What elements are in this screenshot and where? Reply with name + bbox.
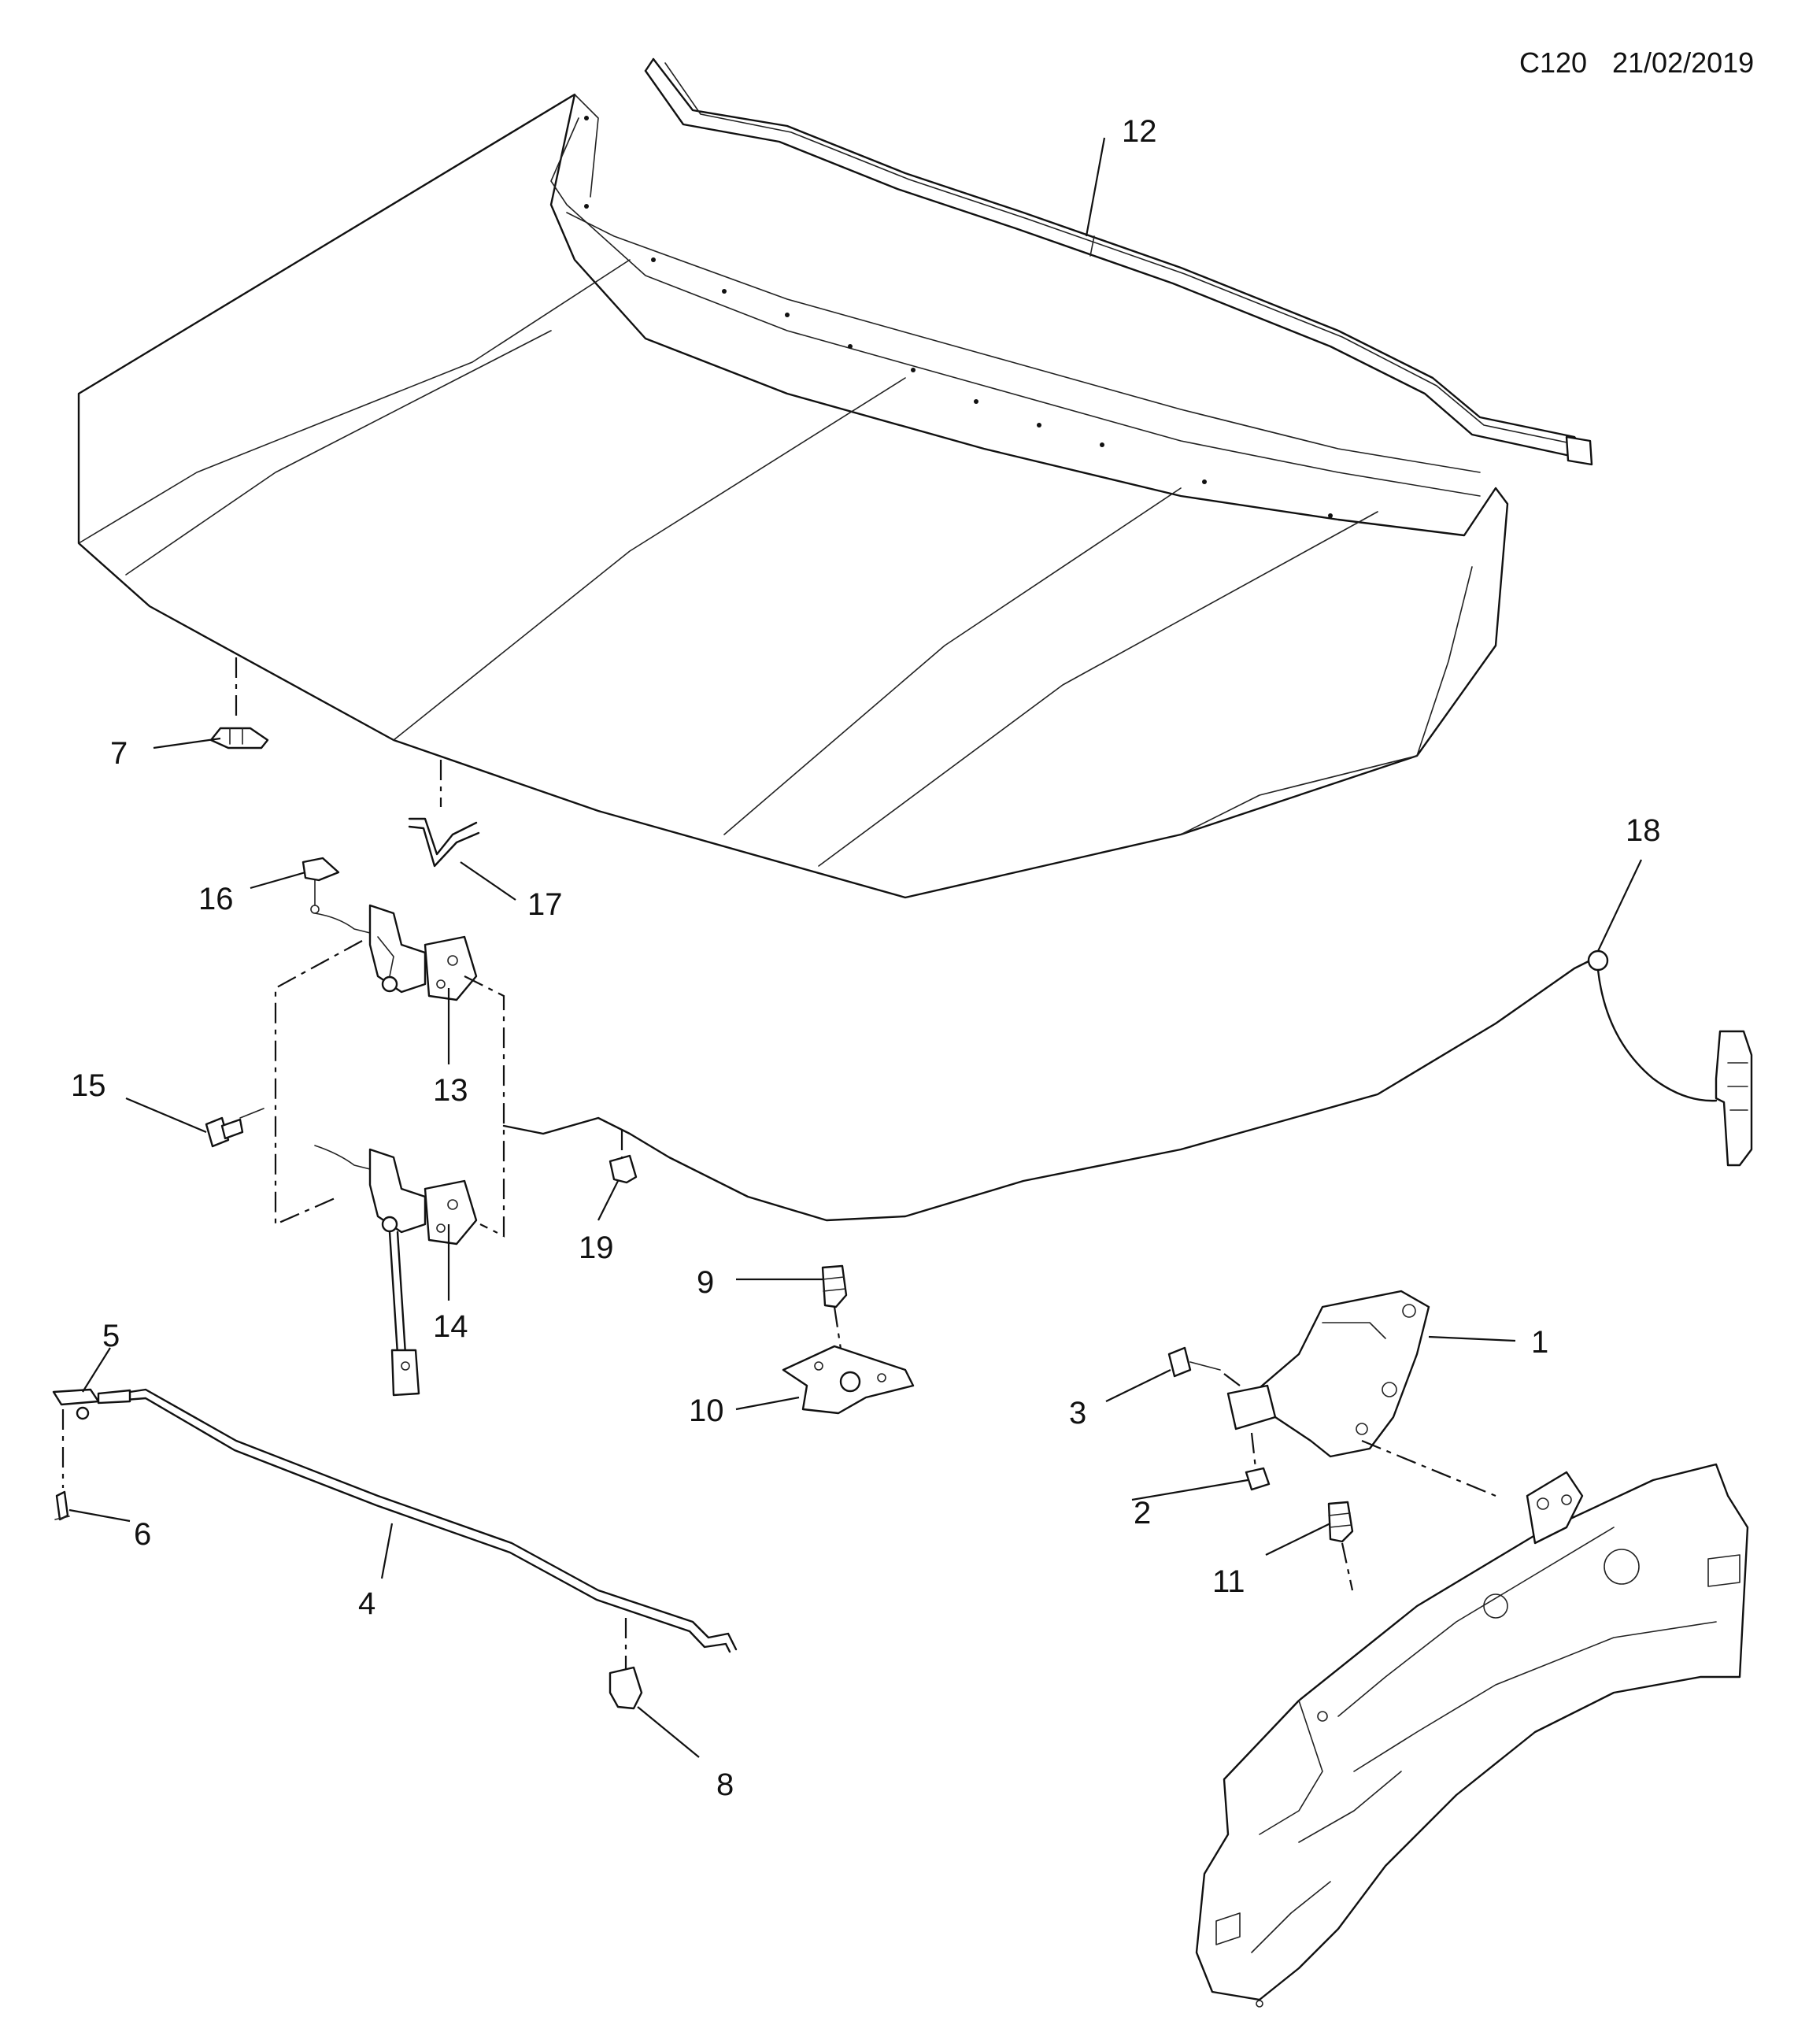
part-17-wire-clip: [408, 760, 480, 868]
part-1-bonnet-hinge: [1226, 1290, 1430, 1458]
part-7-bump-stop: [209, 657, 269, 750]
part-11-buffer: [1327, 1501, 1354, 1591]
callout-numbers: 1 2 3 4 5 6 7 8 9 10 11 12 13 14 15 16 1…: [71, 114, 1661, 1802]
callout-7: 7: [110, 736, 128, 771]
bonnet-panel: [77, 93, 1509, 899]
part-18-release-cable: [502, 949, 1753, 1222]
callout-17: 17: [527, 887, 563, 922]
part-15-bolt: [205, 1108, 264, 1148]
part-14-lower-latch: [314, 1145, 478, 1397]
callout-5: 5: [102, 1319, 120, 1353]
part-2-hinge-nut: [1245, 1432, 1271, 1491]
callout-15: 15: [71, 1068, 106, 1103]
part-8-rod-clip: [609, 1618, 643, 1710]
callout-16: 16: [198, 882, 234, 916]
callout-11: 11: [1212, 1564, 1245, 1599]
latch-assembly-bracket: [274, 940, 505, 1238]
callout-9: 9: [697, 1265, 714, 1300]
part-19-cable-clip: [609, 1130, 638, 1184]
hinge-alignment-line: [1361, 1439, 1496, 1497]
callout-1: 1: [1531, 1325, 1548, 1360]
callout-8: 8: [716, 1767, 734, 1802]
callout-3: 3: [1069, 1396, 1086, 1431]
part-16-clip: [301, 857, 340, 914]
callout-13: 13: [433, 1073, 468, 1108]
diagram-date: 21/02/2019: [1612, 46, 1754, 79]
callout-12: 12: [1122, 114, 1157, 149]
part-6-screw: [54, 1409, 70, 1521]
part-4-support-rod: [97, 1388, 738, 1653]
part-13-upper-latch: [314, 904, 478, 1001]
callout-19: 19: [579, 1231, 614, 1265]
part-3-hinge-bolt: [1167, 1346, 1241, 1386]
callout-4: 4: [358, 1586, 375, 1621]
callout-6: 6: [134, 1517, 151, 1552]
inner-wing-panel: [1195, 1463, 1749, 2008]
part-10-striker-plate: [782, 1345, 915, 1415]
bonnet-seal-strip: [644, 57, 1593, 466]
part-5-rod-bracket: [52, 1388, 100, 1420]
callout-18: 18: [1626, 813, 1661, 848]
callout-2: 2: [1134, 1496, 1151, 1530]
leader-lines: [68, 137, 1642, 1758]
callout-10: 10: [689, 1394, 724, 1428]
diagram-code: C120: [1519, 46, 1587, 79]
callout-14: 14: [433, 1309, 468, 1344]
